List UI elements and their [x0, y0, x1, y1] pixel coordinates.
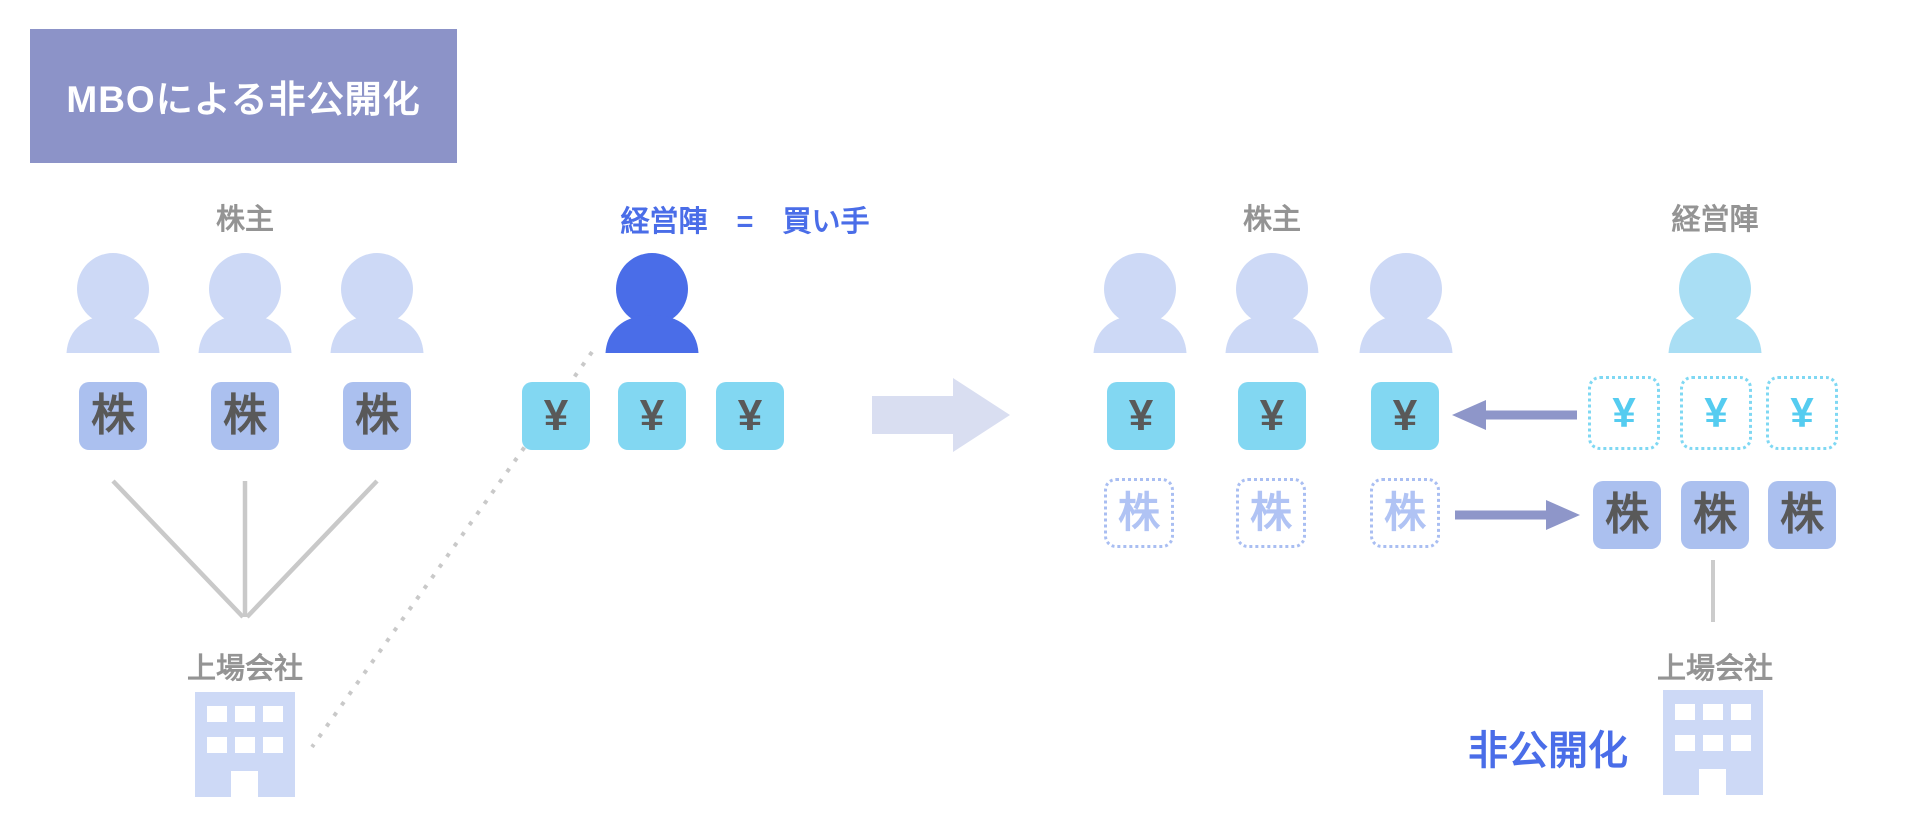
going-private-status: 非公開化: [1468, 729, 1628, 773]
share-token: 株: [211, 382, 279, 450]
label-shareholders-before: 株主: [215, 204, 274, 236]
share-token-ghost: 株: [1370, 478, 1440, 548]
shareholder-person-icon: [330, 253, 424, 353]
shareholder-person-icon: [1225, 253, 1319, 353]
building-icon: [1663, 690, 1763, 795]
transition-arrow: [872, 378, 1010, 452]
diagram-title: MBOによる非公開化: [66, 79, 421, 120]
money-token: ¥: [618, 382, 686, 450]
label-management-buyer: 経営陣 = 買い手: [620, 206, 870, 238]
shareholder-person-icon: [1359, 253, 1453, 353]
ownership-lines: [111, 479, 379, 619]
money-token-received: ¥: [1238, 382, 1306, 450]
label-management-after: 経営陣: [1671, 204, 1759, 236]
shareholder-person-icon: [198, 253, 292, 353]
money-token: ¥: [716, 382, 784, 450]
share-token-acquired: 株: [1681, 481, 1749, 549]
share-token-acquired: 株: [1593, 481, 1661, 549]
money-token-ghost: ¥: [1766, 376, 1838, 450]
shareholder-person-icon: [66, 253, 160, 353]
management-person-icon: [1668, 253, 1762, 353]
share-token-acquired: 株: [1768, 481, 1836, 549]
ownership-line: [245, 479, 379, 619]
share-flow-arrow: [1455, 500, 1580, 530]
share-token: 株: [343, 382, 411, 450]
share-flow-arrow-head: [1546, 500, 1580, 530]
money-flow-arrow-head: [1452, 400, 1486, 430]
money-token-received: ¥: [1107, 382, 1175, 450]
label-listed-company-after: 上場会社: [1656, 653, 1773, 685]
share-token: 株: [79, 382, 147, 450]
title-box: MBOによる非公開化: [30, 29, 457, 163]
label-listed-company-before: 上場会社: [186, 653, 303, 685]
money-flow-arrow: [1452, 400, 1577, 430]
management-person-icon: [605, 253, 699, 353]
money-token-ghost: ¥: [1588, 376, 1660, 450]
money-token: ¥: [522, 382, 590, 450]
share-token-ghost: 株: [1104, 478, 1174, 548]
share-token-ghost: 株: [1236, 478, 1306, 548]
building-icon: [195, 692, 295, 797]
label-shareholders-after: 株主: [1242, 204, 1301, 236]
money-token-received: ¥: [1371, 382, 1439, 450]
money-token-ghost: ¥: [1680, 376, 1752, 450]
shareholder-person-icon: [1093, 253, 1187, 353]
ownership-line: [111, 479, 245, 619]
